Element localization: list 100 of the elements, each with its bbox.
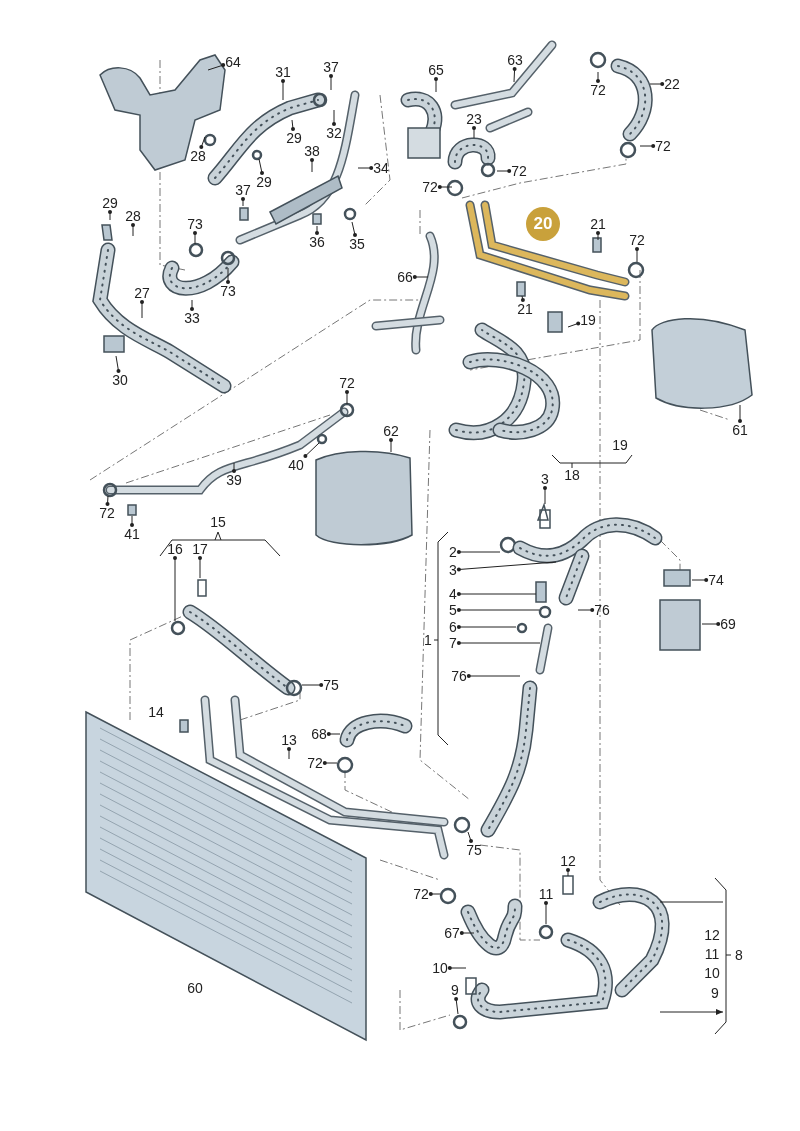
callout-number: 67 xyxy=(443,925,461,941)
callout-number: 9 xyxy=(450,982,460,998)
callout-number: 76 xyxy=(593,602,611,618)
callout-number: 8 xyxy=(734,947,744,963)
leader-line xyxy=(566,868,570,877)
leader-line xyxy=(456,561,557,572)
leader-line xyxy=(357,166,374,170)
leader-line xyxy=(115,355,121,373)
leader-line xyxy=(567,321,581,328)
leader-line xyxy=(456,641,541,645)
callout-number: 73 xyxy=(186,216,204,232)
leader-line xyxy=(241,197,245,207)
leader-line xyxy=(193,231,197,245)
callout-number: 64 xyxy=(224,54,242,70)
callout-number: 72 xyxy=(412,886,430,902)
leader-line xyxy=(596,71,600,83)
callout-number: 29 xyxy=(255,174,273,190)
callout-number: 29 xyxy=(285,130,303,146)
leader-line xyxy=(428,892,441,896)
leader-line xyxy=(131,223,135,237)
leader-line xyxy=(454,997,459,1015)
callout-number: 65 xyxy=(427,62,445,78)
callout-number: 30 xyxy=(111,372,129,388)
leader-line xyxy=(577,608,595,612)
callout-number: 76 xyxy=(450,668,468,684)
leader-line xyxy=(459,931,475,935)
callout-number: 69 xyxy=(719,616,737,632)
leader-line xyxy=(472,126,476,139)
callout-number: 14 xyxy=(147,704,165,720)
callout-number: 13 xyxy=(280,732,298,748)
callout-number: 10 xyxy=(703,965,721,981)
callout-number: 63 xyxy=(506,52,524,68)
leader-line xyxy=(456,592,537,596)
callout-number: 19 xyxy=(611,437,629,453)
leader-line xyxy=(301,683,324,687)
callout-number: 37 xyxy=(234,182,252,198)
callout-number: 60 xyxy=(186,980,204,996)
callout-number: 23 xyxy=(465,111,483,127)
leader-line xyxy=(332,109,336,126)
callout-number: 72 xyxy=(98,505,116,521)
leader-line xyxy=(108,210,112,221)
leader-line xyxy=(326,732,341,736)
leader-line xyxy=(596,231,600,241)
leader-line xyxy=(199,136,206,149)
leader-line xyxy=(140,300,144,319)
leader-line xyxy=(345,390,349,405)
leader-line xyxy=(635,247,639,263)
leader-line xyxy=(105,495,110,506)
leader-line xyxy=(456,608,540,612)
leader-line xyxy=(701,622,721,626)
callout-number: 28 xyxy=(124,208,142,224)
callout-number: 11 xyxy=(537,886,555,902)
callout-number: 33 xyxy=(183,310,201,326)
leader-line xyxy=(303,442,320,458)
callout-number: 72 xyxy=(338,375,356,391)
leader-line xyxy=(649,82,665,86)
callout-number: 11 xyxy=(703,946,721,962)
callout-number: 21 xyxy=(516,301,534,317)
callout-number: 68 xyxy=(310,726,328,742)
callout-number: 62 xyxy=(382,423,400,439)
callout-number: 34 xyxy=(372,160,390,176)
callout-number: 38 xyxy=(303,143,321,159)
leader-line xyxy=(173,556,177,622)
callout-number: 21 xyxy=(589,216,607,232)
callout-number: 36 xyxy=(308,234,326,250)
leader-line xyxy=(291,119,295,131)
leader-line xyxy=(466,674,521,678)
leader-line xyxy=(738,404,742,423)
callout-number: 9 xyxy=(710,985,720,1001)
leader-line xyxy=(544,901,548,925)
leader-line xyxy=(691,578,709,582)
leader-line xyxy=(198,556,202,579)
leader-line xyxy=(456,625,517,629)
callout-number: 12 xyxy=(559,853,577,869)
callout-number: 17 xyxy=(191,541,209,557)
leader-line xyxy=(447,966,467,970)
callout-number: 3 xyxy=(448,562,458,578)
callout-number: 6 xyxy=(448,619,458,635)
callout-number: 35 xyxy=(348,236,366,252)
callout-number: 22 xyxy=(663,76,681,92)
callout-number: 73 xyxy=(219,283,237,299)
leader-line xyxy=(287,747,291,760)
callout-number: 10 xyxy=(431,960,449,976)
callout-number: 12 xyxy=(703,927,721,943)
leader-line xyxy=(456,550,501,554)
leader-line xyxy=(329,74,333,91)
callout-number: 40 xyxy=(287,457,305,473)
leader-line xyxy=(412,275,429,279)
leader-line xyxy=(351,221,357,237)
callout-number: 61 xyxy=(731,422,749,438)
callout-number: 66 xyxy=(396,269,414,285)
callout-number: 27 xyxy=(133,285,151,301)
leader-line xyxy=(130,515,134,527)
leader-line xyxy=(310,158,314,173)
leader-line xyxy=(496,169,512,173)
callout-number: 75 xyxy=(465,842,483,858)
callout-number: 18 xyxy=(563,467,581,483)
leader-line xyxy=(281,79,285,101)
leader-line xyxy=(467,831,473,843)
leader-line xyxy=(639,144,656,148)
